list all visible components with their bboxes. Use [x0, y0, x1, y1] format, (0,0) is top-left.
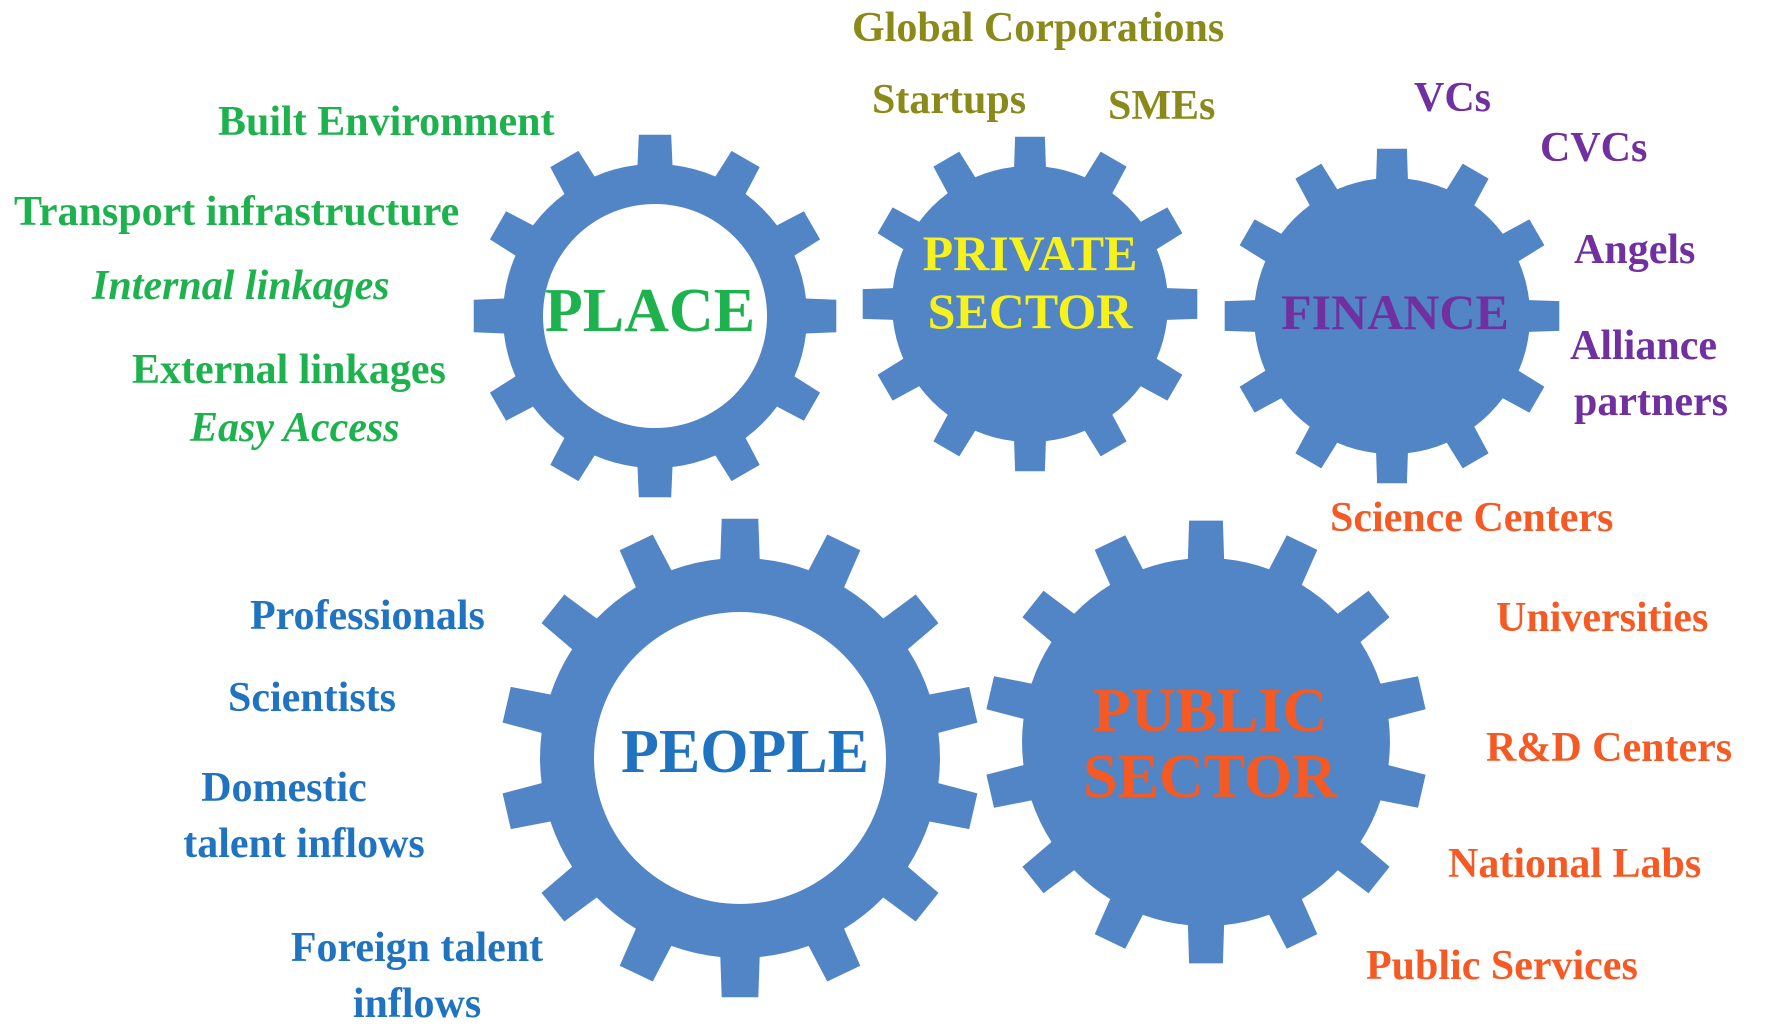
private-sector-gear-label: PRIVATE SECTOR — [880, 224, 1180, 340]
national-labs-label: National Labs — [1448, 841, 1702, 887]
domestic-talent-inflows-label: Domestic talent inflows — [154, 760, 454, 872]
alliance-partners-label: Alliance partners — [1570, 318, 1728, 430]
domestic-line2: talent inflows — [183, 821, 425, 867]
private-sector-line2: SECTOR — [927, 283, 1133, 339]
easy-access-label: Easy Access — [190, 405, 400, 451]
alliance-line1: Alliance — [1570, 323, 1717, 369]
foreign-line1: Foreign talent — [290, 925, 544, 971]
external-linkages-label: External linkages — [132, 347, 446, 393]
public-sector-line1: PUBLIC — [1092, 677, 1328, 745]
private-sector-line1: PRIVATE — [922, 225, 1138, 281]
transport-infrastructure-label: Transport infrastructure — [14, 189, 460, 235]
angels-label: Angels — [1574, 227, 1696, 273]
foreign-talent-inflows-label: Foreign talent inflows — [262, 920, 572, 1032]
cvcs-label: CVCs — [1540, 125, 1648, 171]
foreign-line2: inflows — [352, 981, 482, 1027]
universities-label: Universities — [1496, 595, 1709, 641]
people-gear-label: PEOPLE — [620, 718, 870, 786]
smes-label: SMEs — [1108, 83, 1216, 129]
public-services-label: Public Services — [1366, 943, 1638, 989]
vcs-label: VCs — [1414, 75, 1492, 121]
startups-label: Startups — [872, 77, 1027, 123]
internal-linkages-label: Internal linkages — [92, 263, 390, 309]
finance-gear — [1224, 148, 1560, 484]
finance-gear-label: FINANCE — [1281, 284, 1509, 340]
rnd-centers-label: R&D Centers — [1486, 725, 1733, 771]
professionals-label: Professionals — [250, 593, 485, 639]
public-sector-gear-label: PUBLIC SECTOR — [1050, 678, 1370, 810]
public-sector-line2: SECTOR — [1083, 743, 1337, 811]
place-gear — [473, 134, 837, 498]
domestic-line1: Domestic — [201, 765, 367, 811]
public-gear — [986, 520, 1426, 964]
alliance-line2: partners — [1574, 379, 1728, 425]
global-corporations-label: Global Corporations — [852, 5, 1225, 51]
built-environment-label: Built Environment — [218, 99, 555, 145]
science-centers-label: Science Centers — [1330, 495, 1614, 541]
scientists-label: Scientists — [228, 675, 396, 721]
people-gear — [502, 518, 978, 998]
place-gear-label: PLACE — [544, 277, 756, 345]
private-gear — [862, 136, 1198, 472]
